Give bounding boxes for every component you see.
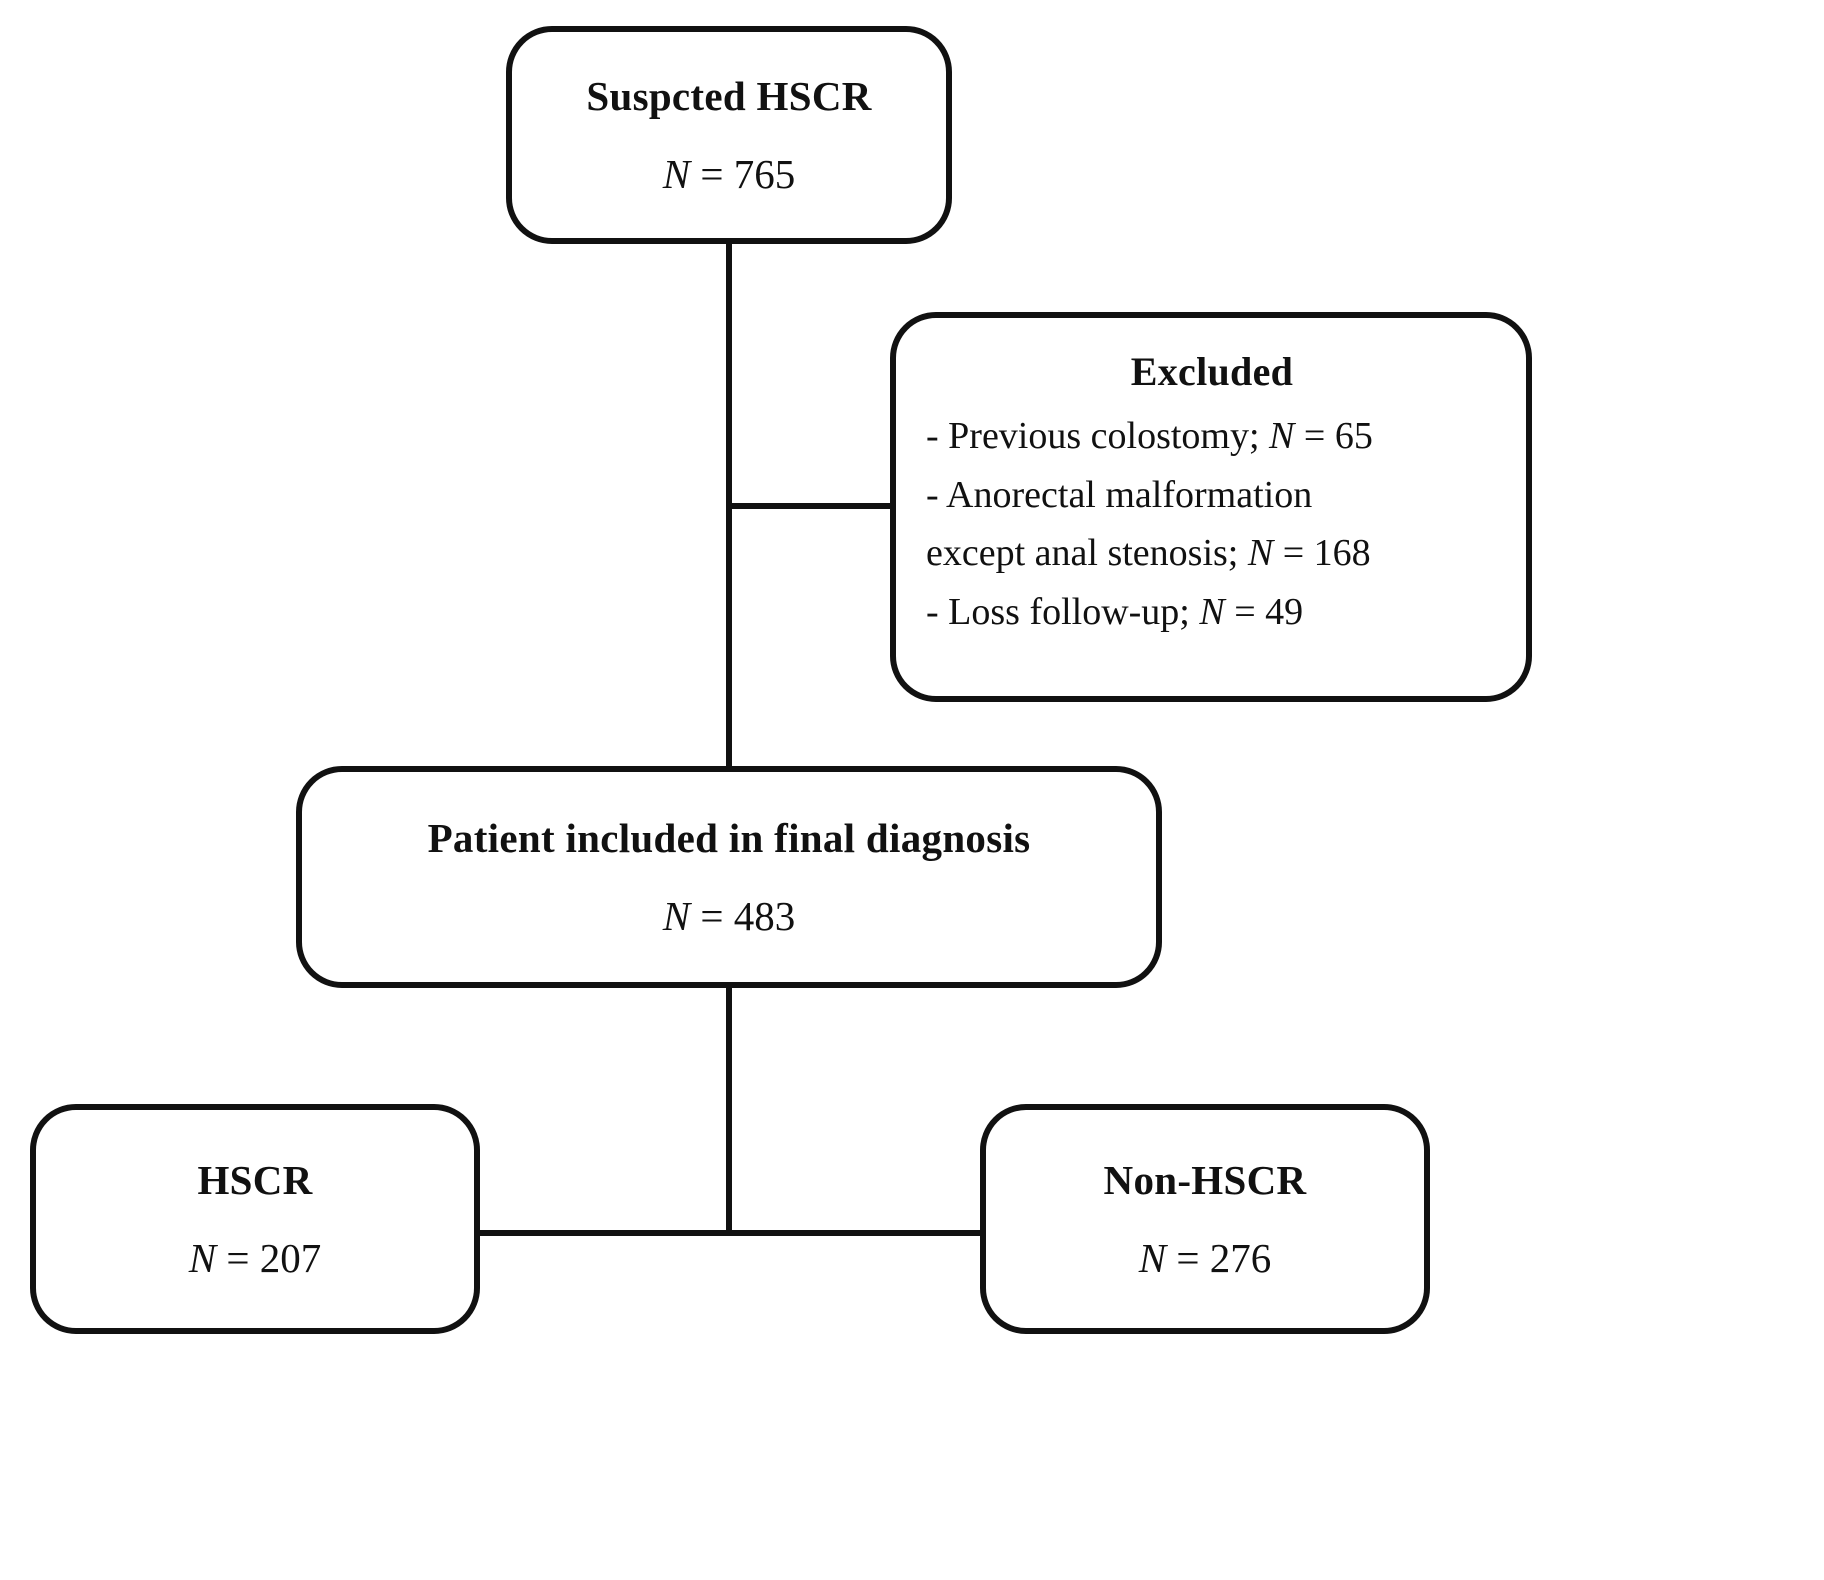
- n-separator: =: [690, 151, 734, 197]
- n-separator: =: [1273, 532, 1314, 575]
- node-excluded: Excluded - Previous colostomy; N = 65 - …: [890, 312, 1532, 702]
- node-patient-included: Patient included in final diagnosis N = …: [296, 766, 1162, 988]
- n-value: 765: [733, 151, 796, 197]
- n-value: 207: [259, 1235, 322, 1281]
- excluded-reason-text: - Previous colostomy;: [926, 415, 1270, 457]
- excluded-reason-item: - Previous colostomy; N = 65: [926, 409, 1498, 464]
- connector-split-bar: [252, 1230, 1206, 1236]
- n-value: 49: [1265, 591, 1304, 634]
- n-value: 65: [1334, 415, 1373, 457]
- n-value: 276: [1209, 1235, 1272, 1281]
- excluded-reason-item: - Loss follow-up; N = 49: [926, 585, 1498, 640]
- node-hscr-label: HSCR: [197, 1157, 313, 1203]
- n-symbol: N: [1269, 415, 1295, 457]
- n-separator: =: [216, 1235, 260, 1281]
- n-symbol: N: [662, 893, 691, 939]
- node-patient-included-label: Patient included in final diagnosis: [427, 815, 1031, 861]
- node-non-hscr-label: Non-HSCR: [1103, 1157, 1307, 1203]
- node-suspected-hscr-count: N = 765: [512, 150, 946, 198]
- n-separator: =: [1166, 1235, 1210, 1281]
- n-symbol: N: [1138, 1235, 1167, 1281]
- n-symbol: N: [1199, 591, 1225, 634]
- node-hscr: HSCR N = 207: [30, 1104, 480, 1334]
- excluded-reason-list: - Previous colostomy; N = 65 - Anorectal…: [926, 409, 1498, 640]
- n-value: 483: [733, 893, 796, 939]
- n-symbol: N: [1247, 532, 1274, 575]
- n-separator: =: [1224, 591, 1266, 634]
- n-symbol: N: [188, 1235, 217, 1281]
- n-separator: =: [690, 893, 734, 939]
- node-excluded-label: Excluded: [1130, 349, 1294, 394]
- n-symbol: N: [662, 151, 691, 197]
- node-non-hscr: Non-HSCR N = 276: [980, 1104, 1430, 1334]
- node-suspected-hscr-label: Suspcted HSCR: [586, 73, 872, 119]
- node-non-hscr-count: N = 276: [986, 1234, 1424, 1282]
- node-patient-included-count: N = 483: [302, 892, 1156, 940]
- node-hscr-count: N = 207: [36, 1234, 474, 1282]
- connector-to-excluded: [732, 503, 894, 509]
- n-separator: =: [1294, 415, 1335, 457]
- excluded-reason-text: except anal stenosis;: [926, 532, 1248, 575]
- excluded-reason-text: - Loss follow-up;: [926, 591, 1200, 634]
- excluded-reason-item: except anal stenosis; N = 168: [926, 526, 1498, 581]
- n-value: 168: [1313, 532, 1371, 575]
- node-suspected-hscr: Suspcted HSCR N = 765: [506, 26, 952, 244]
- connector-suspected-to-included: [726, 244, 732, 772]
- excluded-reason-text: - Anorectal malformation: [926, 473, 1313, 516]
- connector-included-to-split: [726, 988, 732, 1236]
- excluded-reason-item: - Anorectal malformation: [926, 468, 1498, 523]
